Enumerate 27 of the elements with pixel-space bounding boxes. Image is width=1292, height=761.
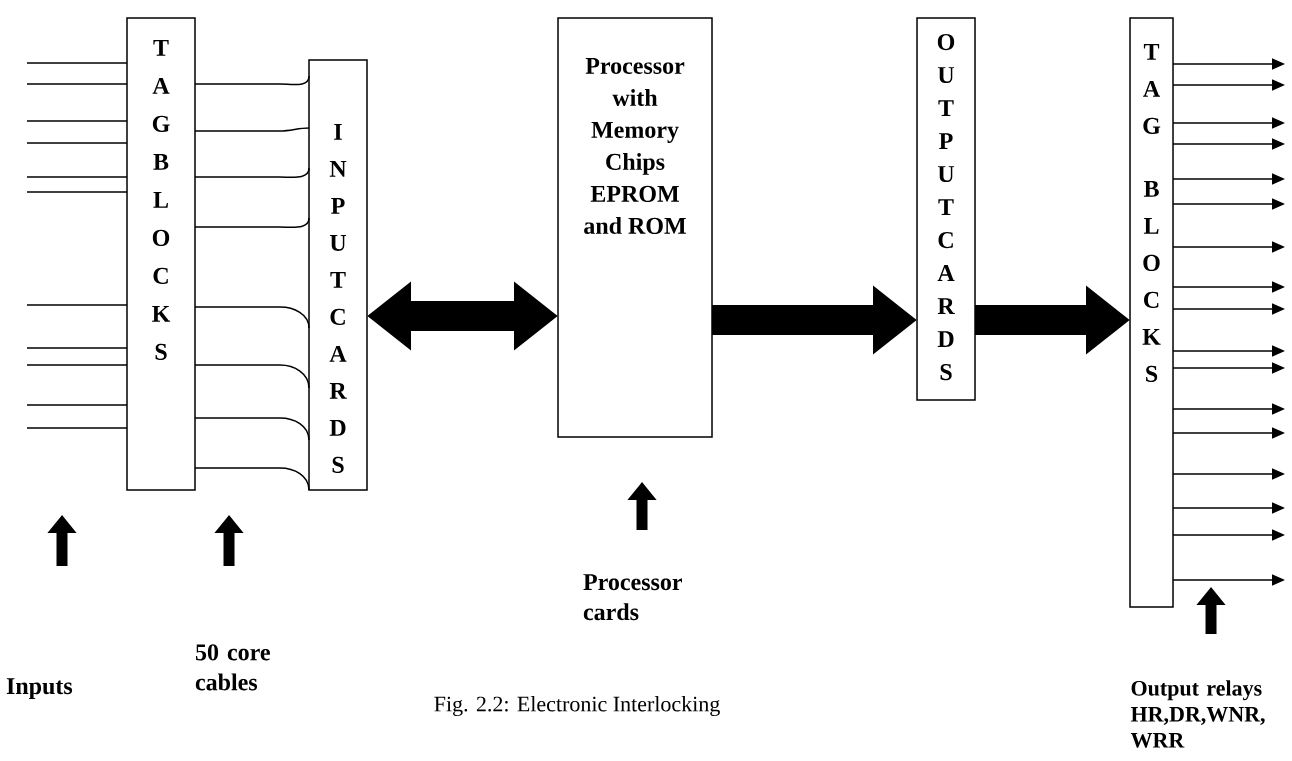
caption: Fig. 2.2: Electronic Interlocking xyxy=(434,696,720,716)
signal-line xyxy=(26,304,128,306)
signal-line xyxy=(194,75,310,86)
input-cards-box: I N P U T C A R D S xyxy=(308,59,368,491)
signal-line xyxy=(26,427,128,429)
signal-line xyxy=(26,364,128,366)
signal-line xyxy=(26,83,128,85)
tag-block-box: T A G B L O C K S xyxy=(126,17,196,491)
annotation-label: Processor cards xyxy=(583,574,682,621)
signal-line xyxy=(194,364,310,389)
processor-box: Processor with Memory Chips EPROM and ROM xyxy=(557,17,713,438)
signal-line xyxy=(26,191,128,193)
signal-line xyxy=(26,176,128,178)
output-cards-box: O U T P U T C A R D S xyxy=(916,17,976,401)
signal-line xyxy=(26,404,128,406)
tag-block-box: T A G B L O C K S xyxy=(1129,17,1174,608)
signal-line xyxy=(26,142,128,144)
signal-line xyxy=(26,62,128,64)
signal-line xyxy=(194,127,310,132)
annotation-label: 50 core cables xyxy=(195,644,270,691)
signal-line xyxy=(26,120,128,122)
signal-line xyxy=(26,347,128,349)
annotation-label: Output relays HR,DR,WNR, WRR xyxy=(1130,680,1265,748)
annotation-label: Inputs xyxy=(6,678,73,700)
signal-line xyxy=(194,306,310,329)
signal-line xyxy=(194,467,310,491)
signal-line xyxy=(194,417,310,441)
